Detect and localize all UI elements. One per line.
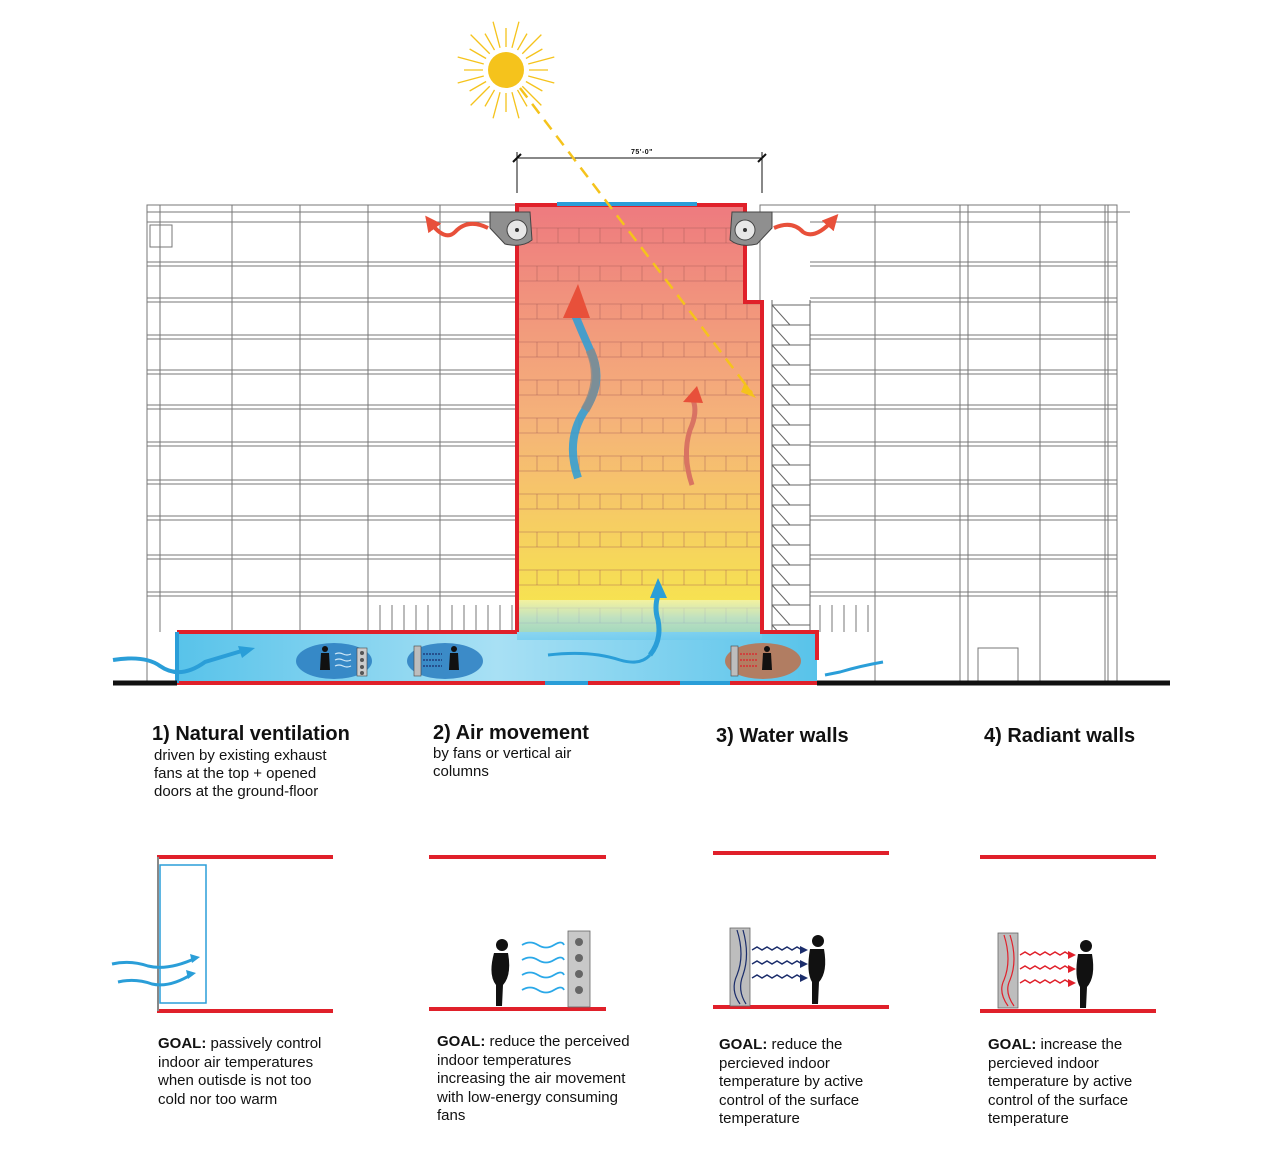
ground-floor-transition	[517, 600, 762, 640]
strategy-1-description: driven by existing exhaust fans at the t…	[154, 747, 327, 800]
radiant-wall-icon	[997, 932, 1019, 1009]
vignette-water-wall	[407, 643, 483, 679]
strategy-1-diagram	[111, 855, 333, 1013]
person-icon	[491, 939, 510, 1006]
exhaust-fan-left-icon	[489, 211, 533, 246]
strategy-3-goal: GOAL: reduce the percieved indoor temper…	[719, 1036, 879, 1129]
sun-ray-arrowhead-icon	[741, 382, 756, 398]
goal-label: GOAL:	[437, 1033, 486, 1050]
goal-label: GOAL:	[719, 1036, 768, 1053]
strategy-2-goal: GOAL: reduce the perceived indoor temper…	[437, 1033, 642, 1126]
left-wing-floor-lines	[147, 261, 517, 632]
left-wing-facade	[146, 204, 518, 684]
exhaust-fan-right-icon	[729, 211, 773, 246]
rising-air-arrow-cool-icon	[647, 578, 667, 657]
goal-label: GOAL:	[988, 1036, 1037, 1053]
right-wing-floor-lines	[810, 261, 1117, 632]
strategy-1-title: 1) Natural ventilation	[152, 723, 350, 745]
goal-text: increase the percieved indoor temperatur…	[988, 1036, 1133, 1127]
vignette-air-movement	[296, 643, 372, 679]
right-wing-facade	[759, 204, 1130, 684]
atrium-dimension	[512, 152, 767, 193]
strategy-3-diagram	[713, 851, 889, 1009]
ground-floor-cool-zone	[177, 632, 817, 682]
inflow-arrow-left-icon	[112, 646, 255, 674]
dimension-label: 75'-0"	[631, 149, 653, 156]
atrium-heat-zone	[517, 205, 762, 632]
strategy-1-goal: GOAL: passively control indoor air tempe…	[158, 1035, 338, 1109]
sun-ray-arrow	[519, 87, 753, 394]
exhaust-arrow-left-icon	[425, 215, 489, 238]
strategy-3-title: 3) Water walls	[716, 725, 849, 747]
strategy-2-description: by fans or vertical air columns	[433, 745, 572, 780]
atrium-floor-grid	[517, 227, 762, 624]
vignette-radiant-wall	[725, 643, 801, 679]
cooling-arrows-icon	[751, 946, 803, 979]
strategy-2-title: 2) Air movement	[433, 722, 589, 744]
heating-arrows-icon	[1019, 951, 1071, 984]
air-waves-icon	[521, 941, 565, 994]
sun-icon	[457, 21, 555, 119]
rising-air-arrow-small-icon	[683, 386, 703, 486]
thermal-envelope	[177, 203, 819, 685]
goal-text: reduce the perceived indoor temperatures…	[437, 1033, 630, 1124]
glazed-openings	[175, 202, 730, 685]
inflow-arrow-upper-icon	[111, 956, 197, 969]
fan-column-icon	[567, 930, 591, 1008]
inflow-arrow-lower-icon	[117, 972, 193, 987]
person-icon	[1076, 940, 1094, 1008]
goal-text: passively control indoor air temperature…	[158, 1035, 322, 1108]
strategy-4-title: 4) Radiant walls	[984, 725, 1136, 747]
goal-label: GOAL:	[158, 1035, 207, 1052]
strategy-diagrams	[111, 851, 1156, 1013]
inflow-arrow-right-icon	[547, 651, 884, 677]
exhaust-arrow-right-icon	[773, 214, 839, 237]
stair-tower	[771, 300, 811, 646]
rising-air-arrow-large-icon	[563, 284, 601, 480]
person-icon	[808, 935, 826, 1004]
building-section-diagram	[112, 21, 1170, 686]
strategy-4-goal: GOAL: increase the percieved indoor temp…	[988, 1036, 1148, 1129]
goal-text: reduce the percieved indoor temperature …	[719, 1036, 864, 1127]
strategy-2-diagram	[429, 855, 606, 1011]
strategy-4-diagram	[980, 855, 1156, 1013]
